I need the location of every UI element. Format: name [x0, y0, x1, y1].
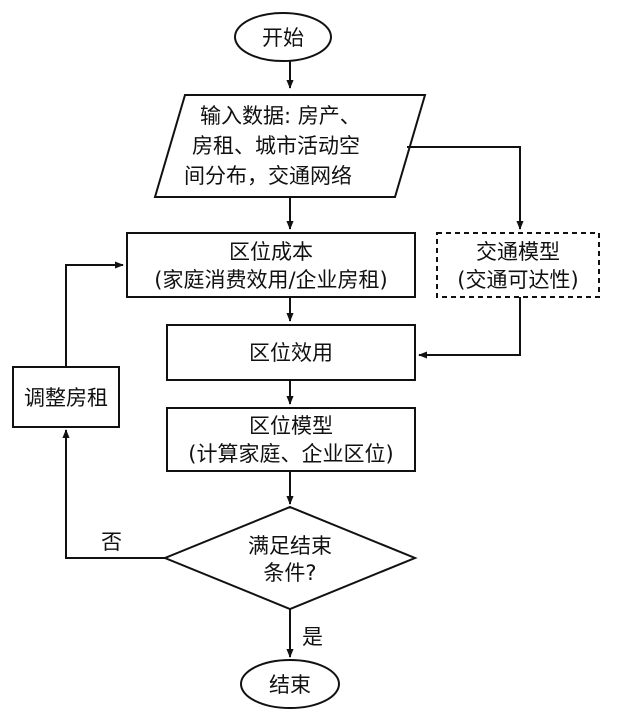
location-cost-title: 区位成本 [229, 240, 313, 264]
decision-line-2: 条件? [263, 561, 316, 585]
input-line-1: 输入数据: 房产、 [200, 104, 361, 128]
location-model-node: 区位模型 (计算家庭、企业区位) [166, 407, 416, 472]
traffic-model-node: 交通模型 (交通可达性) [436, 232, 600, 298]
arrow-decision-to-adjust [62, 429, 165, 559]
traffic-model-title: 交通模型 [476, 240, 560, 264]
end-node: 结束 [240, 659, 340, 709]
adjust-rent-node: 调整房租 [12, 366, 120, 428]
input-line-3: 间分布，交通网络 [184, 164, 352, 188]
decision-line-1: 满足结束 [248, 534, 332, 558]
traffic-model-subtitle: (交通可达性) [457, 268, 578, 292]
end-label: 结束 [269, 673, 311, 697]
input-line-2: 房租、城市活动空 [192, 134, 360, 158]
decision-node: 满足结束 条件? [162, 505, 418, 611]
input-data-node: 输入数据: 房产、 房租、城市活动空 间分布，交通网络 [153, 94, 427, 198]
location-utility-node: 区位效用 [166, 324, 416, 381]
yes-label: 是 [302, 625, 323, 649]
start-node: 开始 [234, 12, 332, 62]
start-label: 开始 [262, 26, 304, 50]
location-cost-node: 区位成本 (家庭消费效用/企业房租) [126, 232, 416, 298]
adjust-rent-label: 调整房租 [24, 386, 108, 410]
location-utility-label: 区位效用 [249, 341, 333, 365]
arrow-traffic-to-utility [418, 297, 521, 359]
no-label: 否 [101, 530, 122, 554]
location-model-title: 区位模型 [249, 414, 333, 438]
arrow-adjust-to-cost [65, 261, 124, 367]
arrow-input-to-traffic [407, 146, 524, 230]
location-cost-subtitle: (家庭消费效用/企业房租) [154, 268, 387, 292]
location-model-subtitle: (计算家庭、企业区位) [188, 442, 393, 466]
